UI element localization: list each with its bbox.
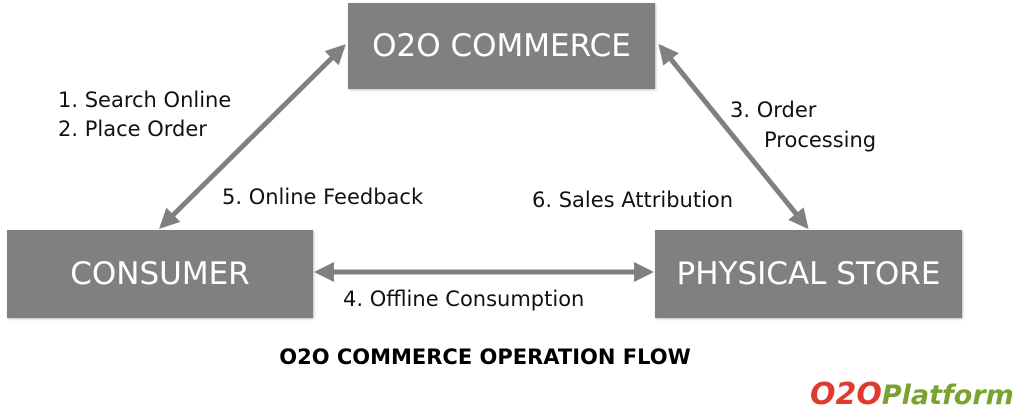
node-physical-store: PHYSICAL STORE — [655, 230, 962, 318]
o2o-platform-logo: O2OPlatform — [810, 377, 1014, 412]
label-offline-consumption: 4. Offline Consumption — [343, 287, 585, 311]
label-processing: Processing — [764, 128, 877, 152]
arrow-o2o-store — [658, 43, 809, 230]
diagram-title: O2O COMMERCE OPERATION FLOW — [279, 345, 691, 369]
label-search-online: 1. Search Online — [58, 88, 232, 112]
logo-platform: Platform — [881, 380, 1014, 411]
label-online-feedback: 5. Online Feedback — [222, 185, 424, 209]
label-order: 3. Order — [730, 98, 817, 122]
arrow-consumer-o2o — [159, 44, 346, 229]
label-place-order: 2. Place Order — [58, 117, 207, 141]
node-o2o-commerce: O2O COMMERCE — [348, 3, 655, 89]
logo-o2o: O2O — [810, 377, 882, 412]
label-sales-attribution: 6. Sales Attribution — [532, 188, 734, 212]
node-consumer: CONSUMER — [7, 230, 313, 318]
